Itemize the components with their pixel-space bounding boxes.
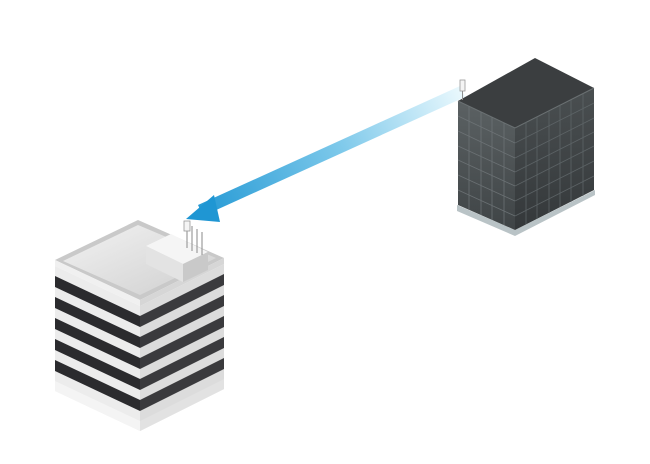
tower-roof — [458, 58, 594, 128]
antenna-icon — [183, 220, 203, 255]
dark-glass-tower — [457, 58, 595, 236]
rooftop-unit — [146, 234, 208, 282]
tower-base — [457, 190, 595, 236]
office-floor-bands-side — [140, 274, 224, 411]
antenna-icon — [459, 79, 466, 100]
striped-office-building — [55, 220, 224, 431]
office-floor-bands-front — [55, 276, 140, 411]
wireless-link-arrow — [186, 86, 465, 222]
